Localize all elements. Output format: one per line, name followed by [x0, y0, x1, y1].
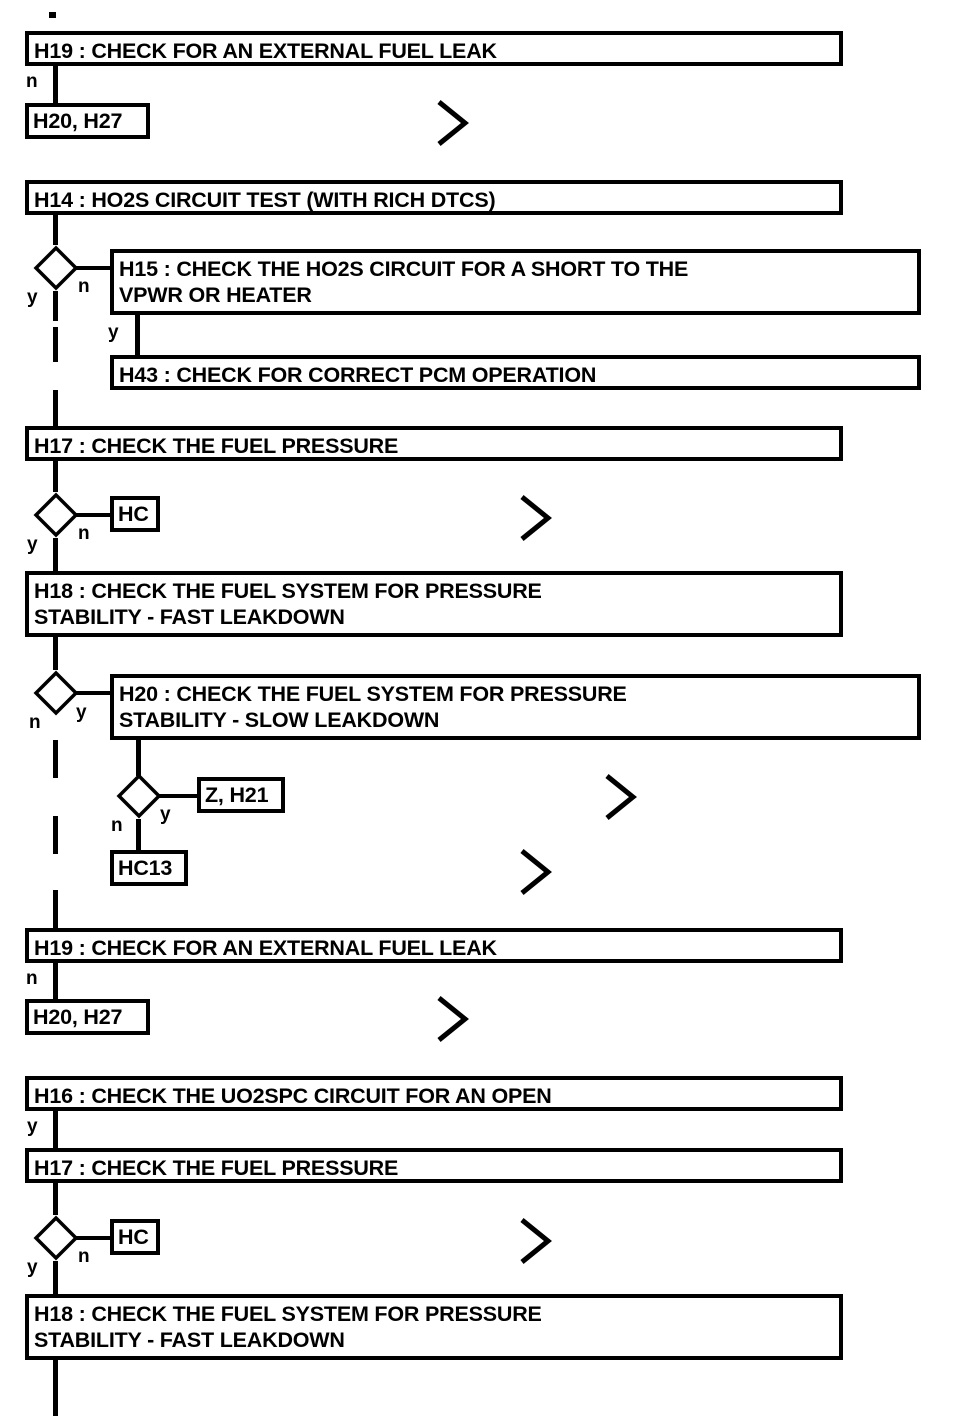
node-h15-ho2s-short-to-vpwr[interactable]: H15 : CHECK THE HO2S CIRCUIT FOR A SHORT… [110, 249, 921, 315]
goto-chevron-6 [518, 1216, 558, 1266]
branch-label-y-3: y [27, 534, 38, 555]
node-h43-pcm-operation[interactable]: H43 : CHECK FOR CORRECT PCM OPERATION [110, 355, 921, 390]
node-h14-ho2s-circuit-test[interactable]: H14 : HO2S CIRCUIT TEST (WITH RICH DTCS) [25, 180, 843, 215]
goto-chevron-4 [518, 847, 558, 897]
node-h20-h27-bottom[interactable]: H20, H27 [25, 999, 150, 1035]
decision-diamond-1[interactable] [33, 245, 79, 291]
node-z-h21[interactable]: Z, H21 [197, 777, 285, 813]
node-h17-fuel-pressure-1[interactable]: H17 : CHECK THE FUEL PRESSURE [25, 426, 843, 461]
connector-h14-to-decision-1 [53, 215, 58, 245]
stray-dot [49, 12, 56, 18]
decision-diamond-5[interactable] [33, 1215, 79, 1261]
connector-decision5-y-down [53, 1261, 58, 1295]
branch-label-n-5: n [111, 815, 123, 836]
branch-label-y-1: y [27, 287, 38, 308]
connector-h18b-continue-down [53, 1360, 58, 1416]
connector-h15-to-h43 [135, 315, 140, 356]
connector-h19-to-h20h27-top [53, 66, 58, 104]
node-h16-uo2spc-circuit-open[interactable]: H16 : CHECK THE UO2SPC CIRCUIT FOR AN OP… [25, 1076, 843, 1111]
node-hc-1[interactable]: HC [110, 496, 160, 532]
goto-chevron-5 [435, 994, 475, 1044]
decision-diamond-4[interactable] [116, 773, 162, 819]
connector-h18-to-decision-3 [53, 637, 58, 670]
connector-decision1-y-dash-a [53, 291, 58, 321]
branch-label-y-6: y [27, 1116, 38, 1137]
connector-h20-to-decision-4 [136, 740, 141, 776]
connector-decision4-n-down [136, 819, 141, 851]
node-h18-fast-leakdown-1[interactable]: H18 : CHECK THE FUEL SYSTEM FOR PRESSURE… [25, 571, 843, 637]
node-hc13[interactable]: HC13 [110, 850, 188, 886]
connector-decision3-n-dash-c [53, 890, 58, 928]
connector-decision2-n-right [73, 513, 113, 517]
connector-decision2-y-down [53, 538, 58, 572]
branch-label-y-7: y [27, 1257, 38, 1278]
connector-decision4-y-right [156, 794, 200, 798]
node-h20-h27-top[interactable]: H20, H27 [25, 103, 150, 139]
branch-label-y-2: y [108, 322, 119, 343]
connector-h17b-to-decision-5 [53, 1183, 58, 1215]
connector-decision3-n-dash-a [53, 740, 58, 778]
connector-decision1-y-dash-c [53, 390, 58, 426]
connector-decision3-n-dash-b [53, 816, 58, 854]
decision-diamond-2[interactable] [33, 492, 79, 538]
node-h20-slow-leakdown[interactable]: H20 : CHECK THE FUEL SYSTEM FOR PRESSURE… [110, 674, 921, 740]
node-h18-fast-leakdown-2[interactable]: H18 : CHECK THE FUEL SYSTEM FOR PRESSURE… [25, 1294, 843, 1360]
connector-h17-to-decision-2 [53, 461, 58, 492]
goto-chevron-2 [518, 493, 558, 543]
branch-label-n-4: n [29, 712, 41, 733]
connector-decision1-y-dash-b [53, 327, 58, 362]
connector-decision5-n-right [73, 1236, 113, 1240]
node-h17-fuel-pressure-2[interactable]: H17 : CHECK THE FUEL PRESSURE [25, 1148, 843, 1183]
branch-label-y-5: y [160, 804, 171, 825]
branch-label-n-1: n [26, 71, 38, 92]
branch-label-y-4: y [76, 702, 87, 723]
goto-chevron-1 [435, 98, 475, 148]
branch-label-n-2: n [78, 276, 90, 297]
node-h19-external-fuel-leak-top[interactable]: H19 : CHECK FOR AN EXTERNAL FUEL LEAK [25, 31, 843, 66]
connector-h16-to-h17b [53, 1111, 58, 1149]
node-h19-external-fuel-leak-bottom[interactable]: H19 : CHECK FOR AN EXTERNAL FUEL LEAK [25, 928, 843, 963]
connector-decision1-n-right [73, 266, 113, 270]
branch-label-n-7: n [78, 1246, 90, 1267]
connector-decision3-y-right [73, 691, 113, 695]
branch-label-n-6: n [26, 968, 38, 989]
goto-chevron-3 [603, 772, 643, 822]
decision-diamond-3[interactable] [33, 670, 79, 716]
connector-h19b-to-h20h27b [53, 963, 58, 1000]
node-hc-2[interactable]: HC [110, 1219, 160, 1255]
branch-label-n-3: n [78, 523, 90, 544]
